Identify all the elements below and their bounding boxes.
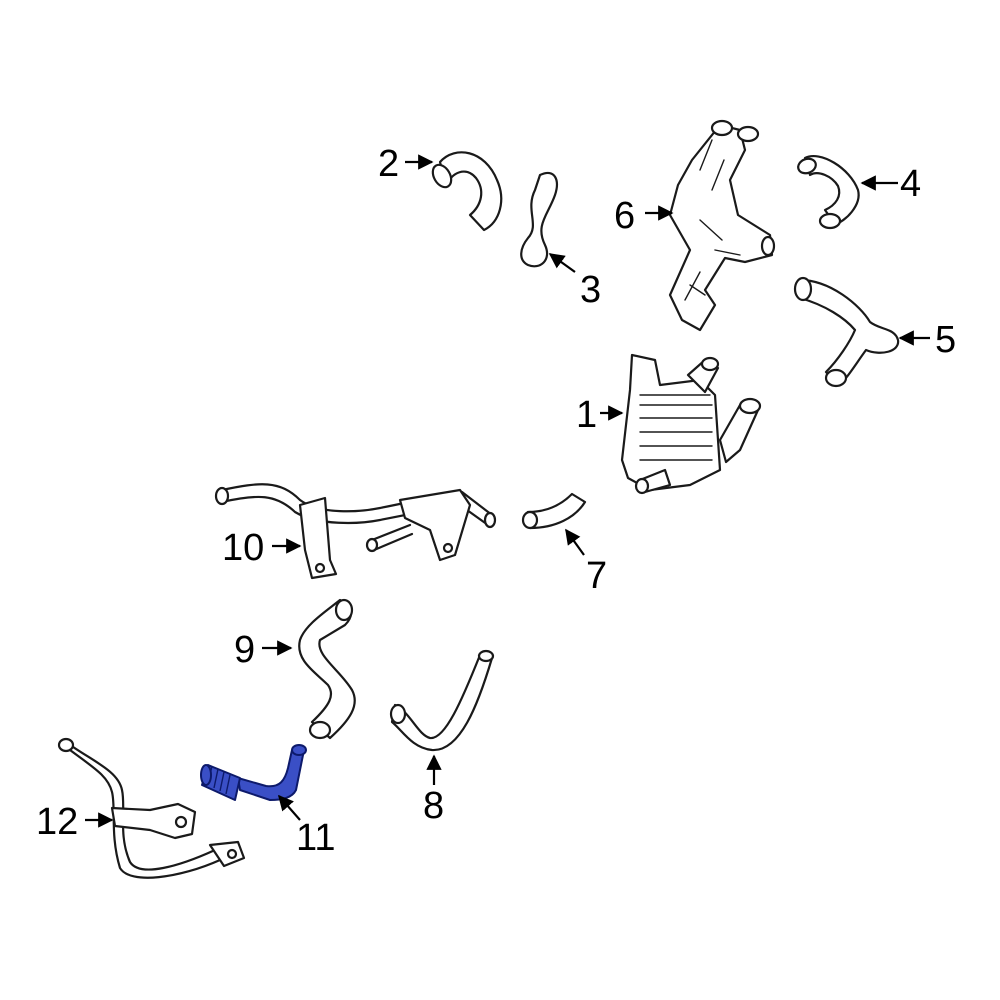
callout-4: 4 — [900, 163, 921, 205]
callout-5: 5 — [935, 319, 956, 361]
callout-3: 3 — [580, 269, 601, 311]
part-10-pipe-assembly[interactable] — [214, 483, 497, 580]
part-8-hose[interactable] — [389, 649, 495, 752]
callout-11: 11 — [296, 817, 335, 859]
part-7-hose[interactable] — [521, 492, 587, 530]
part-2-hose[interactable] — [429, 151, 503, 232]
leader-3 — [548, 253, 576, 273]
leader-arrows — [85, 154, 930, 828]
callout-labels: 1 2 3 4 5 6 7 8 9 10 11 12 — [36, 143, 956, 859]
part-12-pipe[interactable] — [57, 737, 246, 879]
leader-11 — [277, 794, 301, 821]
part-9-hose[interactable] — [298, 598, 356, 740]
callout-9: 9 — [234, 629, 255, 671]
part-11-hose-highlighted[interactable] — [200, 744, 307, 801]
leader-7 — [565, 528, 585, 556]
part-1-oil-cooler[interactable] — [620, 353, 762, 495]
callout-7: 7 — [586, 555, 607, 597]
callout-2: 2 — [378, 143, 399, 185]
callout-12: 12 — [36, 801, 78, 843]
part-5-hose[interactable] — [793, 276, 900, 388]
callout-8: 8 — [423, 785, 444, 827]
part-3-hose[interactable] — [520, 171, 558, 268]
callout-1: 1 — [576, 394, 597, 436]
part-6-pipe-bracket[interactable] — [668, 119, 776, 332]
callout-6: 6 — [614, 195, 635, 237]
callout-10: 10 — [222, 527, 264, 569]
part-4-elbow[interactable] — [796, 155, 860, 230]
